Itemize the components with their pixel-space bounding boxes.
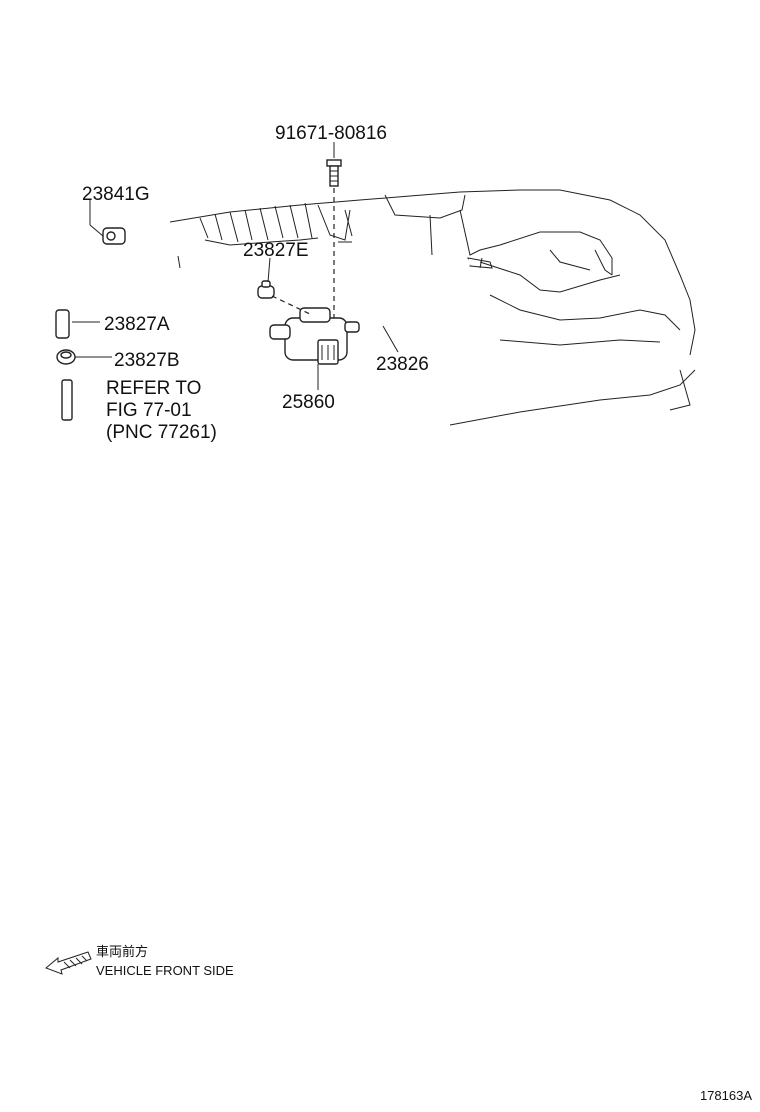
clamp-23827e-graphic <box>257 280 275 299</box>
label-refer-line3: (PNC 77261) <box>106 422 217 443</box>
label-clamp-top: 23841G <box>82 184 150 205</box>
label-clamp-mid: 23827E <box>243 240 309 261</box>
clip-23827b-graphic <box>56 349 76 365</box>
front-direction-arrow-icon <box>45 951 92 975</box>
label-hose-right: 23826 <box>376 354 429 375</box>
diagram-id: 178163A <box>700 1088 752 1103</box>
engine-outline <box>169 189 696 426</box>
hose-23826-graphic <box>373 258 471 327</box>
label-clip: 23827B <box>114 350 180 371</box>
label-refer-line2: FIG 77-01 <box>106 400 192 421</box>
leader-lines <box>72 142 399 390</box>
label-valve: 25860 <box>282 392 335 413</box>
legend-japanese: 車両前方 <box>96 944 148 959</box>
label-hose-left: 23827A <box>104 314 170 335</box>
hose-23827a-graphic <box>55 226 249 339</box>
legend-english: VEHICLE FRONT SIDE <box>96 963 234 978</box>
label-bolt: 91671-80816 <box>275 123 387 144</box>
valve-25860-graphic <box>269 307 360 365</box>
label-refer-line1: REFER TO <box>106 378 201 399</box>
clamp-23841g-graphic <box>102 227 126 245</box>
bolt-graphic <box>326 159 342 187</box>
refer-hose-graphic <box>61 379 73 421</box>
assembly-lines <box>271 188 335 318</box>
